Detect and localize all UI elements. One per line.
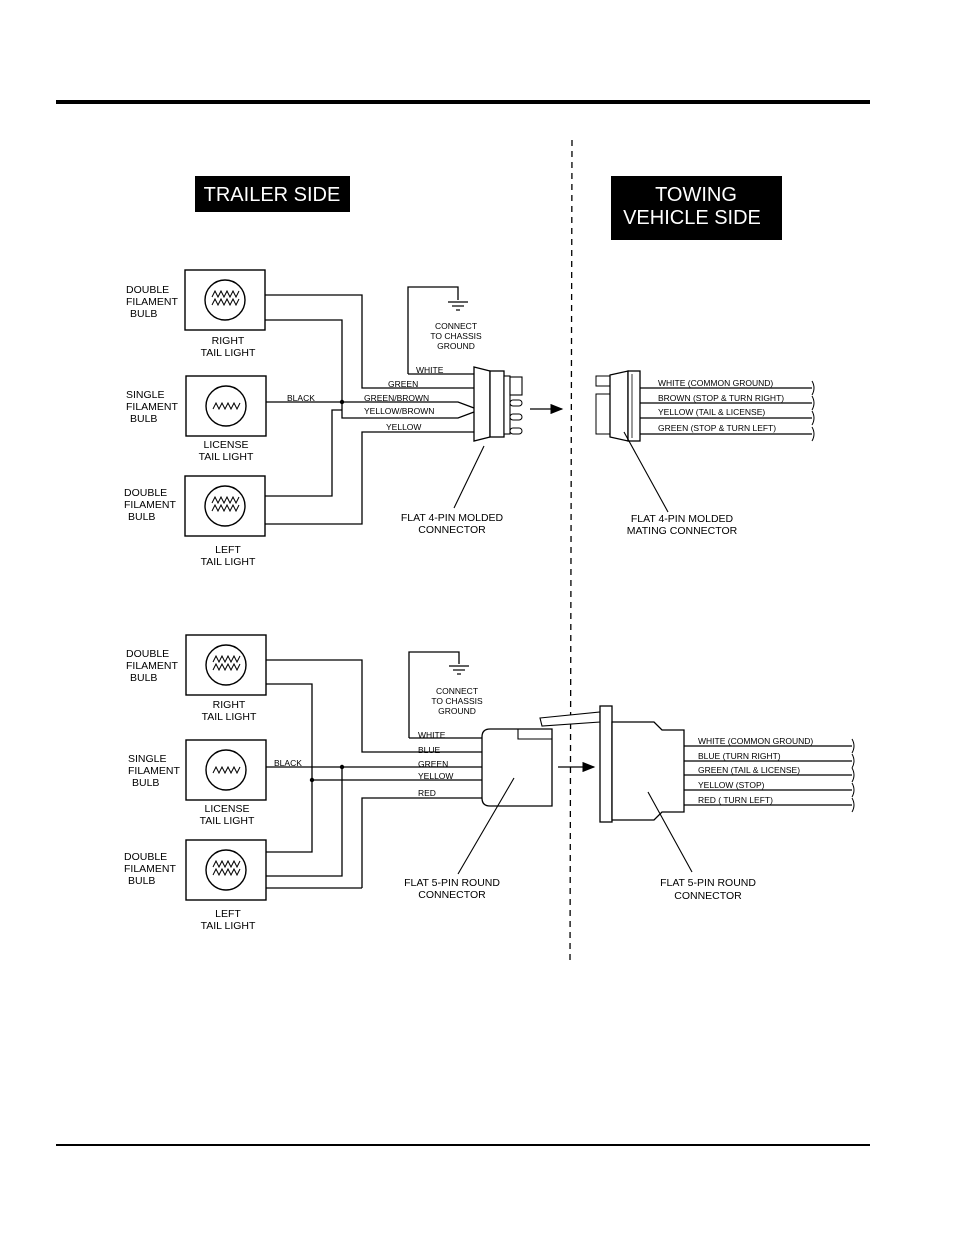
four-pin-vehicle-wire-3: YELLOW (TAIL & LICENSE) [658, 407, 765, 417]
bottom-license-bulb-type-3: BULB [132, 777, 159, 789]
five-pin-vehicle-wire-2: BLUE (TURN RIGHT) [698, 751, 781, 761]
bottom-wire-black-label: BLACK [274, 758, 302, 768]
bottom-license-single-bulb [185, 739, 267, 801]
bottom-connector-pointer [457, 777, 515, 875]
bottom-ground-icon [448, 665, 470, 675]
five-pin-vehicle-wire-3: GREEN (TAIL & LICENSE) [698, 765, 800, 775]
bottom-wire-blue-label: BLUE [418, 745, 441, 755]
bottom-wire-green-label: GREEN [418, 759, 448, 769]
five-pin-connector-label-1: FLAT 5-PIN ROUND [404, 877, 500, 889]
bottom-right-bulb-type-3: BULB [130, 672, 157, 684]
trailer-side-tag [195, 176, 350, 212]
bottom-right-bulb-type-1: DOUBLE [126, 648, 169, 660]
top-ground-label-2: TO CHASSIS [430, 331, 482, 341]
top-wire-yellow-brown-label: YELLOW/BROWN [364, 406, 434, 416]
top-right-tail-label-2: TAIL LIGHT [201, 347, 256, 359]
top-rule [56, 100, 870, 104]
vehicle-socket-pointer [647, 791, 693, 873]
bottom-rule [56, 1144, 870, 1146]
five-pin-connector [481, 728, 553, 807]
bottom-license-tail-label-2: TAIL LIGHT [200, 815, 255, 827]
four-pin-mating-connector [595, 370, 641, 442]
five-pin-connector-label-2: CONNECTOR [418, 889, 486, 901]
bottom-wires [266, 651, 484, 889]
bottom-license-tail-label-1: LICENSE [205, 803, 250, 815]
top-license-bulb-type-1: SINGLE [126, 389, 165, 401]
side-divider [569, 139, 573, 963]
bottom-wire-yellow-label: YELLOW [418, 771, 453, 781]
bottom-right-bulb-type-2: FILAMENT [126, 660, 179, 672]
license-single-bulb [185, 375, 267, 437]
top-license-tail-label-1: LICENSE [204, 439, 249, 451]
bottom-left-bulb-type-1: DOUBLE [124, 851, 167, 863]
top-connector-pointer [453, 445, 485, 509]
top-right-tail-label-1: RIGHT [212, 335, 245, 347]
five-pin-vehicle-label-1: FLAT 5-PIN ROUND [660, 877, 756, 889]
bottom-right-tail-label-1: RIGHT [213, 699, 246, 711]
four-pin-vehicle-wire-4: GREEN (STOP & TURN LEFT) [658, 423, 776, 433]
top-ground-icon [447, 301, 469, 311]
four-pin-connector-label-2: CONNECTOR [418, 524, 486, 536]
mating-connector-pointer [623, 431, 669, 513]
top-left-bulb-type-3: BULB [128, 511, 155, 523]
bottom-ground-label-3: GROUND [438, 706, 476, 716]
bottom-right-tail-label-2: TAIL LIGHT [202, 711, 257, 723]
four-pin-connector-label-1: FLAT 4-PIN MOLDED [401, 512, 504, 524]
bottom-left-tail-label-2: TAIL LIGHT [201, 920, 256, 932]
top-license-bulb-type-2: FILAMENT [126, 401, 179, 413]
top-license-tail-label-2: TAIL LIGHT [199, 451, 254, 463]
mating-connector-label-2: MATING CONNECTOR [627, 525, 738, 537]
five-pin-vehicle-wires [684, 738, 855, 813]
bottom-wire-white-label: WHITE [418, 730, 446, 740]
trailer-side-label: TRAILER SIDE [204, 184, 341, 206]
top-wire-green-brown-label: GREEN/BROWN [364, 393, 429, 403]
top-ground-label-3: GROUND [437, 341, 475, 351]
five-pin-vehicle-socket [539, 705, 685, 823]
bottom-right-double-bulb [185, 634, 267, 696]
bottom-left-double-bulb [185, 839, 267, 901]
top-left-bulb-type-1: DOUBLE [124, 487, 167, 499]
top-right-bulb-type-1: DOUBLE [126, 284, 169, 296]
four-pin-vehicle-wire-2: BROWN (STOP & TURN RIGHT) [658, 393, 784, 403]
top-ground-label-1: CONNECT [435, 321, 477, 331]
top-wires [265, 286, 475, 525]
top-left-tail-label-1: LEFT [215, 544, 241, 556]
towing-side-tag [611, 176, 782, 240]
right-double-bulb [184, 269, 266, 331]
bottom-wire-red-label: RED [418, 788, 436, 798]
top-wire-white-label: WHITE [416, 365, 444, 375]
bottom-license-bulb-type-1: SINGLE [128, 753, 167, 765]
bottom-left-tail-label-1: LEFT [215, 908, 241, 920]
top-right-bulb-type-3: BULB [130, 308, 157, 320]
bottom-left-bulb-type-3: BULB [128, 875, 155, 887]
five-pin-vehicle-wire-1: WHITE (COMMON GROUND) [698, 736, 813, 746]
top-right-bulb-type-2: FILAMENT [126, 296, 179, 308]
four-pin-vehicle-wires [640, 380, 815, 442]
mating-connector-label-1: FLAT 4-PIN MOLDED [631, 513, 734, 525]
top-left-tail-label-2: TAIL LIGHT [201, 556, 256, 568]
bottom-ground-label-1: CONNECT [436, 686, 478, 696]
bottom-left-bulb-type-2: FILAMENT [124, 863, 177, 875]
top-wire-yellow-label: YELLOW [386, 422, 421, 432]
towing-side-label-line1: TOWING [655, 184, 737, 206]
bottom-ground-label-2: TO CHASSIS [431, 696, 483, 706]
top-wire-green-label: GREEN [388, 379, 418, 389]
top-wire-black-label: BLACK [287, 393, 315, 403]
four-pin-connector [473, 366, 523, 442]
five-pin-vehicle-wire-4: YELLOW (STOP) [698, 780, 765, 790]
five-pin-vehicle-wire-5: RED ( TURN LEFT) [698, 795, 773, 805]
top-license-bulb-type-3: BULB [130, 413, 157, 425]
bottom-license-bulb-type-2: FILAMENT [128, 765, 181, 777]
four-pin-vehicle-wire-1: WHITE (COMMON GROUND) [658, 378, 773, 388]
towing-side-label-line2: VEHICLE SIDE [623, 207, 761, 229]
left-double-bulb [184, 475, 266, 537]
five-pin-vehicle-label-2: CONNECTOR [674, 890, 742, 902]
top-left-bulb-type-2: FILAMENT [124, 499, 177, 511]
